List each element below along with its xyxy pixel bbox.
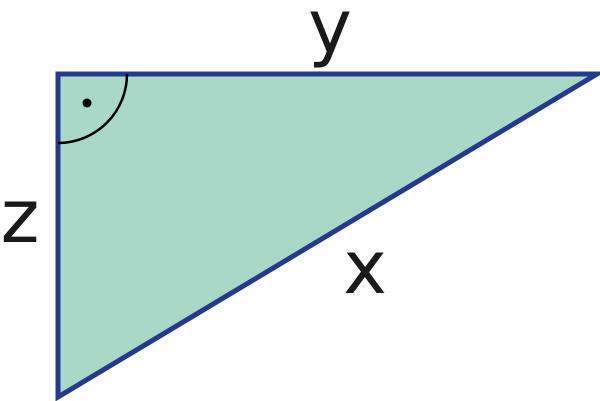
label-y: y: [308, 0, 352, 70]
right-angle-arc-icon: [57, 73, 129, 145]
triangle-shape: [55, 71, 600, 401]
label-x: x: [343, 225, 387, 311]
label-z: z: [1, 174, 40, 260]
right-angle-dot-icon: [82, 98, 92, 108]
